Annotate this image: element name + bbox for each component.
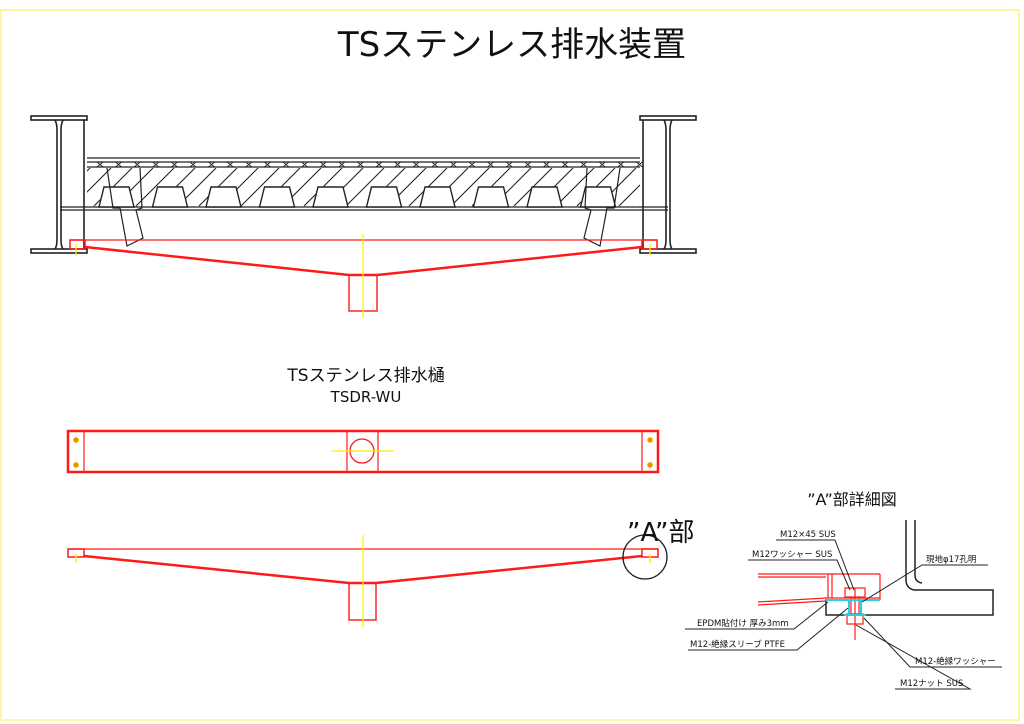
detail-gutter-flange bbox=[757, 573, 881, 606]
hatch-line bbox=[345, 168, 385, 207]
hatch-line bbox=[450, 168, 490, 207]
deck-flute bbox=[312, 186, 349, 208]
note-washer: M12ワッシャー SUS bbox=[752, 550, 832, 560]
note-sleeve: M12-絶縁スリーブ PTFE bbox=[690, 639, 785, 650]
membrane-x-mark bbox=[524, 161, 532, 168]
plan-title: TSステンレス排水樋 bbox=[286, 366, 444, 386]
deck-flute bbox=[419, 186, 456, 208]
membrane-x-mark bbox=[431, 161, 439, 168]
deck-slab bbox=[60, 157, 668, 211]
note-hole: 現地φ17孔明 bbox=[926, 554, 976, 565]
deck-flute bbox=[205, 186, 242, 208]
deck-flute bbox=[579, 186, 617, 208]
hatch-line bbox=[87, 168, 112, 193]
membrane-x-mark bbox=[338, 161, 346, 168]
detail-callout-label: ”A”部 bbox=[627, 518, 695, 548]
membrane-x-mark bbox=[245, 161, 253, 168]
membrane-x-mark bbox=[319, 161, 327, 168]
membrane-x-mark bbox=[208, 161, 215, 168]
membrane-x-mark bbox=[96, 161, 104, 168]
sheet-border bbox=[0, 9, 1020, 721]
membrane-x-mark bbox=[450, 161, 457, 168]
right-drain-bracket bbox=[583, 167, 621, 247]
hatch-line bbox=[618, 184, 640, 207]
membrane-x-mark bbox=[152, 161, 160, 168]
hatch-line bbox=[555, 168, 595, 207]
deck-flute bbox=[98, 186, 135, 208]
note-nut: M12ナット SUS bbox=[900, 679, 963, 689]
membrane-x-mark bbox=[171, 161, 178, 168]
left-drain-bracket bbox=[106, 167, 144, 247]
membrane-x-mark bbox=[636, 161, 643, 168]
detail-title: ”A”部詳細図 bbox=[807, 490, 897, 509]
membrane-x-mark bbox=[468, 161, 476, 168]
detail-insulation bbox=[826, 599, 880, 616]
left-h-beam bbox=[30, 115, 88, 254]
membrane-pattern bbox=[96, 161, 643, 168]
deck-flute bbox=[526, 186, 563, 208]
membrane-x-mark bbox=[375, 161, 383, 168]
membrane-x-mark bbox=[561, 161, 569, 168]
membrane-x-mark bbox=[264, 161, 271, 168]
membrane-x-mark bbox=[617, 161, 625, 168]
deck-flutes bbox=[98, 186, 617, 208]
membrane-x-mark bbox=[580, 161, 587, 168]
membrane-x-mark bbox=[543, 161, 550, 168]
plan-bolt-holes bbox=[73, 436, 654, 468]
plan-model: TSDR-WU bbox=[330, 388, 402, 406]
right-h-beam bbox=[639, 115, 697, 254]
note-ins-washer: M12-絶縁ワッシャー bbox=[915, 656, 996, 667]
hatch-line bbox=[682, 168, 720, 206]
detail-leaders bbox=[685, 539, 1002, 690]
detail-notes: M12×45 SUS M12ワッシャー SUS 現地φ17孔明 EPDM貼付け … bbox=[690, 530, 996, 689]
membrane-x-mark bbox=[189, 161, 197, 168]
hatch-line bbox=[639, 205, 640, 206]
membrane-x-mark bbox=[357, 161, 364, 168]
membrane-x-mark bbox=[115, 161, 122, 168]
membrane-x-mark bbox=[487, 161, 494, 168]
membrane-x-mark bbox=[598, 161, 606, 168]
membrane-x-mark bbox=[301, 161, 308, 168]
drawing-title: TSステンレス排水装置 bbox=[337, 25, 686, 65]
membrane-x-mark bbox=[133, 161, 141, 168]
elevation-centerlines bbox=[75, 535, 651, 627]
hatch-line bbox=[135, 168, 175, 207]
membrane-x-mark bbox=[394, 161, 401, 168]
deck-flute bbox=[365, 186, 403, 208]
membrane-x-mark bbox=[282, 161, 290, 168]
detail-steel-angle bbox=[825, 520, 994, 616]
note-epdm: EPDM貼付け 厚み3mm bbox=[697, 618, 789, 629]
membrane-x-mark bbox=[505, 161, 513, 168]
deck-flute bbox=[151, 186, 189, 208]
hatch-line bbox=[240, 168, 280, 207]
deck-flute bbox=[472, 186, 510, 208]
detail-callout-circle bbox=[622, 534, 668, 580]
membrane-x-mark bbox=[226, 161, 234, 168]
note-bolt: M12×45 SUS bbox=[780, 530, 836, 540]
section-view bbox=[30, 115, 720, 318]
centerlines bbox=[75, 234, 651, 318]
membrane-x-mark bbox=[412, 161, 420, 168]
deck-flute bbox=[258, 186, 296, 208]
